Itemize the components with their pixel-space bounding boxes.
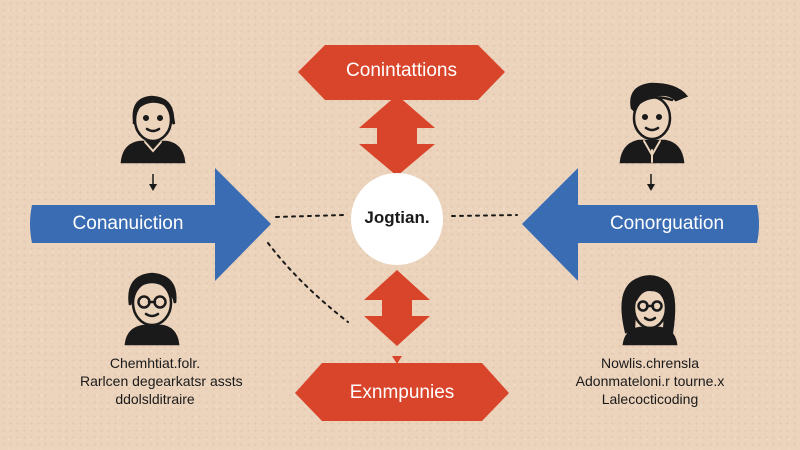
center-circle — [351, 173, 443, 265]
left-caption-line: Chemhtiat.folr. — [109, 355, 201, 371]
person-bottom-left-icon — [124, 272, 180, 346]
down-arrow-right — [647, 174, 655, 191]
lower-arrow-tail — [392, 356, 402, 364]
right-caption: Nowlis.chrensla Adonmateloni.r tourne.x … — [560, 354, 740, 408]
center-node-label: Jogtian. — [364, 208, 430, 227]
left-caption-line: ddolslditraire — [115, 391, 195, 407]
top-node-label: Conintattions — [346, 60, 457, 81]
person-top-left-icon — [120, 95, 186, 164]
right-caption-line: Lalecocticoding — [601, 391, 699, 407]
person-top-right-icon — [619, 82, 689, 164]
person-bottom-right-icon — [621, 275, 678, 346]
left-caption: Chemhtiat.folr. Rarlcen degearkatsr asst… — [80, 354, 243, 408]
lower-double-arrow — [364, 270, 430, 346]
right-caption-line: Adonmateloni.r tourne.x — [575, 373, 725, 389]
left-arrow-shape — [30, 168, 271, 281]
dotted-connector-right — [451, 214, 518, 217]
upper-double-arrow — [359, 95, 435, 176]
bottom-node-label: Exnmpunies — [349, 382, 455, 403]
down-arrow-left — [149, 174, 157, 191]
bottom-banner-shape — [295, 363, 509, 421]
right-arrow-shape — [522, 168, 759, 281]
left-node-label: Conanuiction — [72, 213, 184, 234]
dotted-connector-left — [275, 214, 344, 218]
dotted-connector-diagonal — [267, 242, 349, 323]
left-caption-line: Rarlcen degearkatsr assts — [80, 373, 243, 389]
right-caption-line: Nowlis.chrensla — [600, 355, 700, 371]
right-node-label: Conorguation — [609, 213, 725, 234]
top-banner-shape — [298, 45, 505, 100]
